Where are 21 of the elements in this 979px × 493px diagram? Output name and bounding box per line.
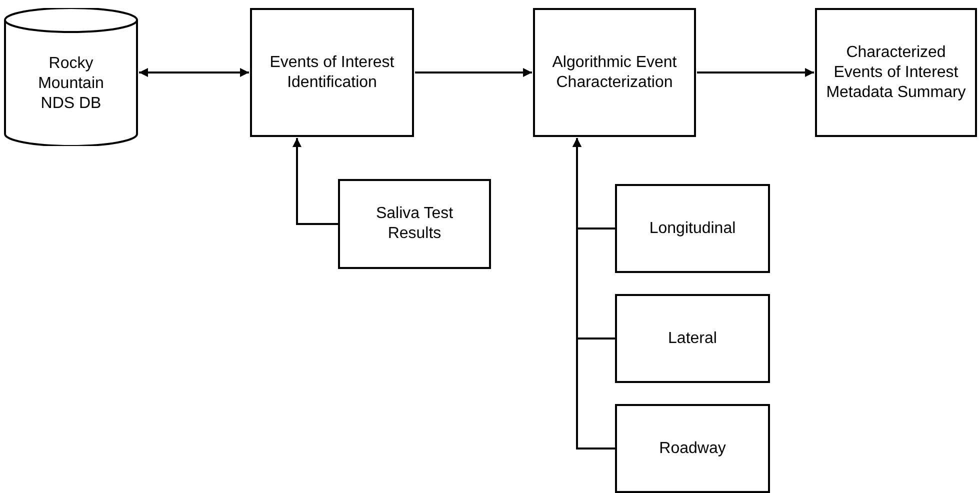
database-cylinder	[4, 8, 138, 146]
process-box	[615, 294, 770, 383]
arrow	[139, 68, 249, 77]
node-label: Rocky Mountain NDS DB	[37, 54, 105, 114]
arrow	[572, 138, 615, 450]
node-label: Characterized Events of Interest Metadata Summary	[825, 42, 967, 102]
process-box	[815, 8, 977, 137]
process-box	[533, 8, 696, 137]
process-box	[250, 8, 414, 137]
arrow	[697, 68, 814, 77]
node-label: Saliva Test Results	[374, 204, 454, 244]
node-label: Roadway	[658, 438, 727, 458]
node-label: Events of Interest Identification	[268, 52, 396, 92]
process-box	[338, 179, 491, 269]
process-box	[615, 404, 770, 493]
arrow	[415, 68, 532, 77]
process-box	[615, 184, 770, 273]
node-label: Lateral	[667, 328, 718, 348]
node-label: Longitudinal	[648, 218, 737, 238]
node-label: Algorithmic Event Characterization	[551, 52, 678, 92]
arrow	[292, 138, 338, 225]
